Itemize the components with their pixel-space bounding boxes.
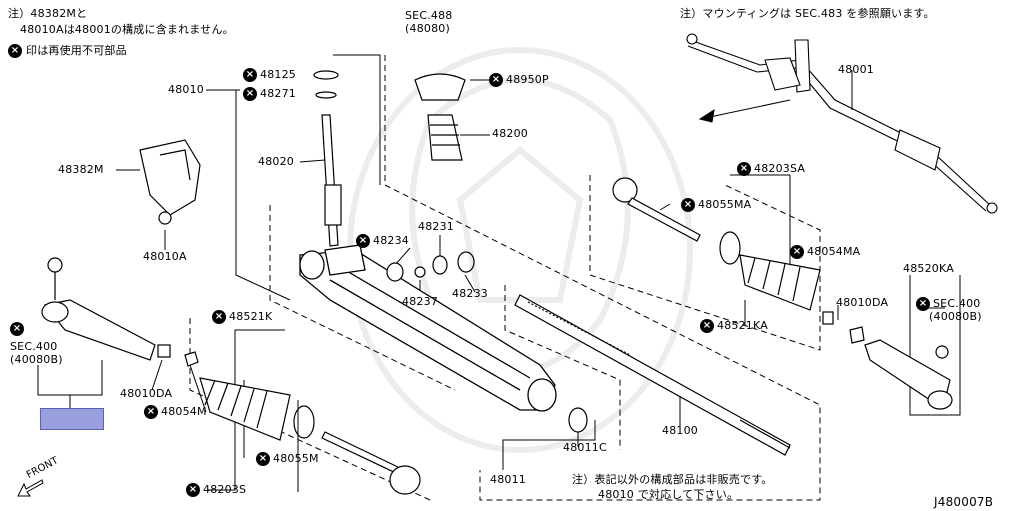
marker-48054MA-icon: × [790, 245, 804, 259]
marker-48521KA-icon: × [700, 319, 714, 333]
marker-48054M-icon: × [144, 405, 158, 419]
legend-text: 印は再使用不可部品 [26, 44, 127, 57]
label-48200[interactable]: 48200 [492, 127, 528, 140]
label-sec400-right-sub[interactable]: (40080B) [929, 310, 982, 323]
label-48055MA[interactable]: 48055MA [698, 198, 752, 211]
note-mounting: 注）マウンティングは SEC.483 を参照願います。 [680, 7, 935, 20]
marker-48055M-icon: × [256, 452, 270, 466]
pinion-shaft [313, 70, 342, 247]
marker-48055MA-icon: × [681, 198, 695, 212]
leader-lines [37, 54, 961, 492]
label-sec400-left-sub[interactable]: (40080B) [10, 353, 63, 366]
label-48520KA[interactable]: 48520KA [903, 262, 954, 275]
small-parts-center [386, 251, 588, 433]
tie-rod-right [612, 177, 865, 344]
label-48020[interactable]: 48020 [258, 155, 294, 168]
tie-rod-end-right [864, 339, 953, 410]
label-48233[interactable]: 48233 [452, 287, 488, 300]
label-sec400-left[interactable]: SEC.400 [10, 340, 58, 353]
label-48010A[interactable]: 48010A [143, 250, 187, 263]
marker-48521K-icon: × [212, 310, 226, 324]
insulator-assembly [414, 73, 466, 161]
label-48521K[interactable]: 48521K [229, 310, 273, 323]
label-sec488[interactable]: SEC.488 [405, 9, 453, 22]
note-line-2: 48010Aは48001の構成に含まれません。 [20, 23, 234, 36]
tie-rod-end-left [41, 257, 199, 367]
note-line-1: 注）48382Mと [8, 7, 88, 20]
label-48203S[interactable]: 48203S [203, 483, 247, 496]
label-48100[interactable]: 48100 [662, 424, 698, 437]
bracket-48382M [139, 139, 201, 225]
front-arrow-icon [17, 479, 44, 497]
label-48054M[interactable]: 48054M [161, 405, 207, 418]
label-48001[interactable]: 48001 [838, 63, 874, 76]
label-48125[interactable]: 48125 [260, 68, 296, 81]
marker-48203SA-icon: × [737, 162, 751, 176]
label-48231[interactable]: 48231 [418, 220, 454, 233]
label-48011C[interactable]: 48011C [563, 441, 607, 454]
label-48010[interactable]: 48010 [168, 83, 204, 96]
marker-48234-icon: × [356, 234, 370, 248]
marker-sec400-right-icon: × [916, 297, 930, 311]
marker-48271-icon: × [243, 87, 257, 101]
label-48054MA[interactable]: 48054MA [807, 245, 861, 258]
label-48237[interactable]: 48237 [402, 295, 438, 308]
marker-48203S-icon: × [186, 483, 200, 497]
label-sec400-right[interactable]: SEC.400 [933, 297, 981, 310]
label-48010DA-right[interactable]: 48010DA [836, 296, 889, 309]
direction-arrow [698, 99, 791, 123]
label-sec488-sub[interactable]: (48080) [405, 22, 450, 35]
note-bottom-line-1: 注）表記以外の構成部品は非販売です。 [572, 473, 773, 486]
tie-rod-left [321, 431, 421, 495]
dashed-leaders [189, 55, 821, 501]
marker-48950P-icon: × [489, 73, 503, 87]
marker-48125-icon: × [243, 68, 257, 82]
steering-gear-assembly-48001 [686, 33, 998, 214]
label-48011[interactable]: 48011 [490, 473, 526, 486]
label-48055M[interactable]: 48055M [273, 452, 319, 465]
rack-bar [514, 294, 791, 456]
label-48382M[interactable]: 48382M [58, 163, 104, 176]
boot-left [199, 377, 315, 441]
note-bottom-line-2: 48010 で対応して下さい。 [598, 488, 739, 501]
label-48950P[interactable]: 48950P [506, 73, 549, 86]
marker-sec400-left-icon: × [10, 322, 24, 336]
label-48521KA[interactable]: 48521KA [717, 319, 768, 332]
label-48271[interactable]: 48271 [260, 87, 296, 100]
rack-housing [299, 244, 557, 412]
label-48203SA[interactable]: 48203SA [754, 162, 806, 175]
highlighted-part-box[interactable] [40, 408, 104, 430]
diagram-id: J480007B [934, 495, 994, 509]
non-reusable-marker-icon: × [8, 44, 22, 58]
label-48010DA-left[interactable]: 48010DA [120, 387, 173, 400]
label-48234[interactable]: 48234 [373, 234, 409, 247]
